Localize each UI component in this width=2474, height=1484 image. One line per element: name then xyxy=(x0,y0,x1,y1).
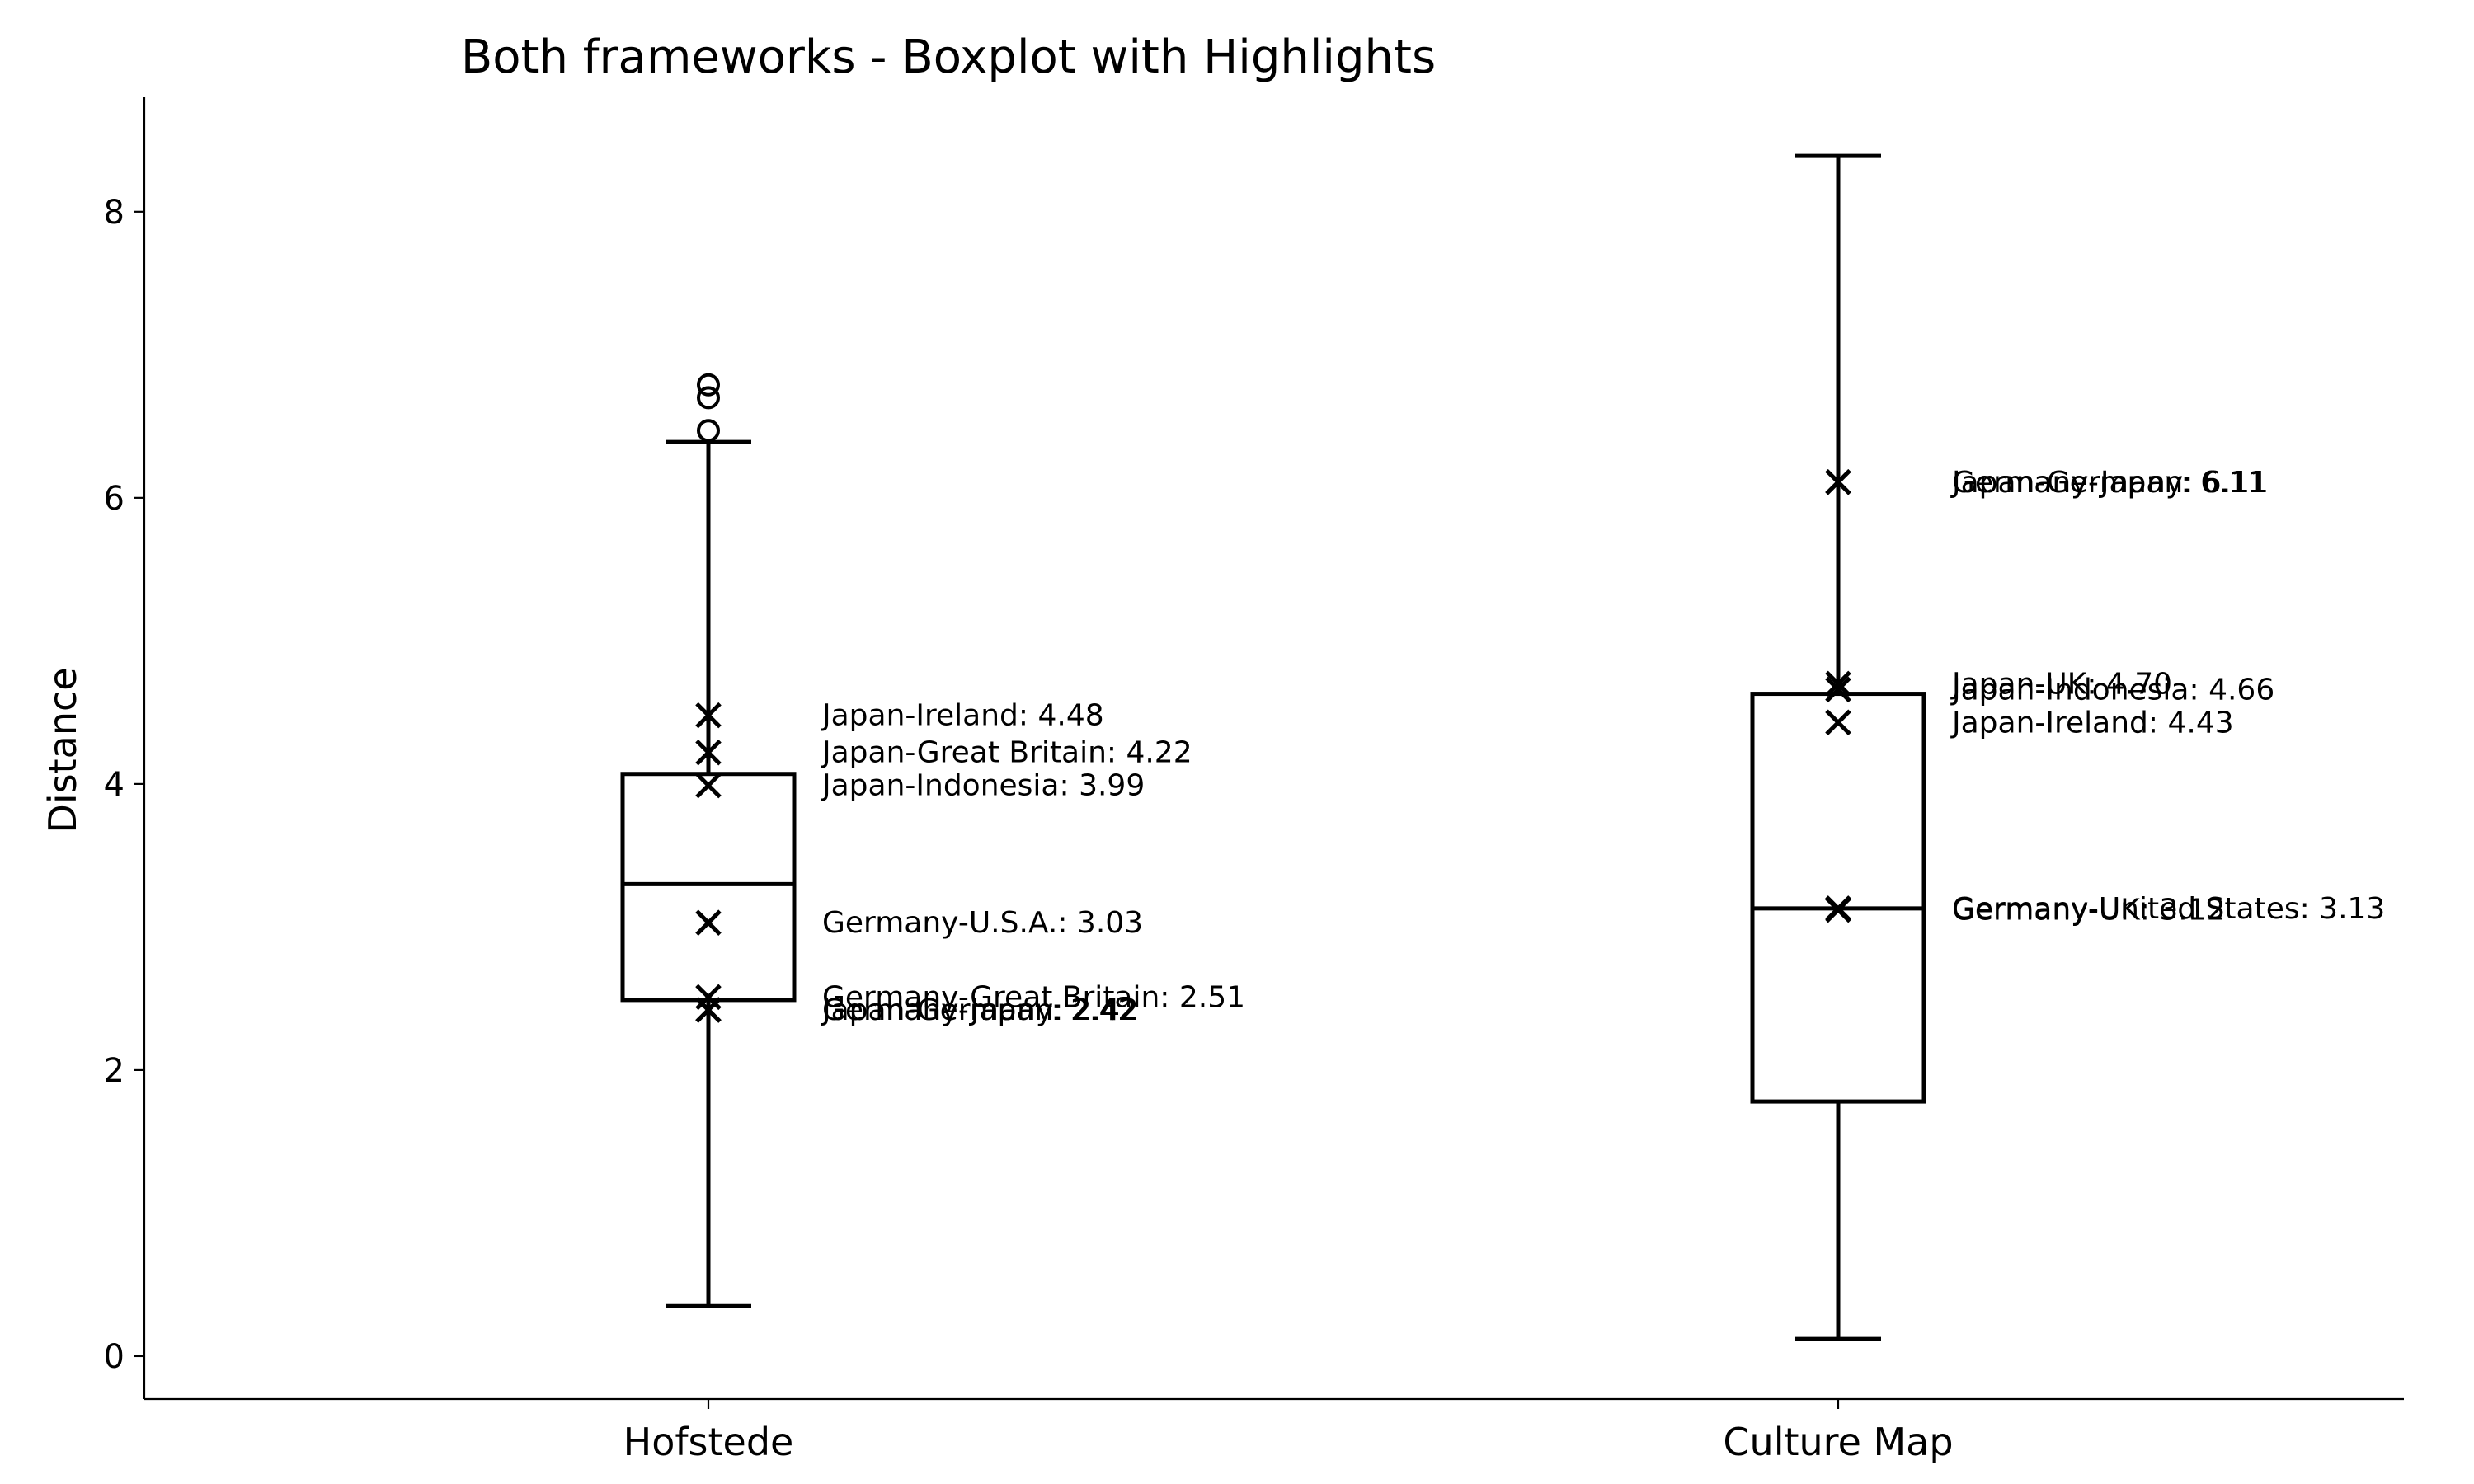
iqr-box xyxy=(1750,692,1926,1104)
y-tick-label: 2 xyxy=(104,1052,125,1090)
highlight-marker-stroke xyxy=(695,772,722,799)
highlight-marker-stroke xyxy=(695,739,722,766)
highlight-marker-stroke xyxy=(1825,670,1851,697)
outlier-point xyxy=(697,386,720,410)
outlier-point xyxy=(697,419,720,443)
highlight-marker xyxy=(695,997,722,1023)
highlight-label: Japan-Germany: 6.11 xyxy=(1950,466,2266,500)
highlight-label: Japan-Ireland: 4.43 xyxy=(1950,706,2234,740)
chart-title: Both frameworks - Boxplot with Highlight… xyxy=(461,31,1436,84)
highlight-label: Germany-Great Britain: 2.51 xyxy=(822,980,1245,1014)
y-axis-label: Distance xyxy=(40,667,85,833)
highlight-label: Japan-Ireland: 4.48 xyxy=(821,699,1104,733)
y-tick-label: 8 xyxy=(104,194,125,232)
highlight-label: Germany-U.S.A.: 3.03 xyxy=(822,906,1143,940)
highlight-marker xyxy=(1825,709,1851,736)
highlight-label: Germany-United States: 3.13 xyxy=(1952,892,2385,926)
highlight-marker xyxy=(695,772,722,799)
highlight-label: Germany-UK: 3.12 xyxy=(1952,894,2226,928)
highlight-marker xyxy=(1825,468,1851,495)
highlight-label: Japan-UK: 4.70 xyxy=(1950,667,2172,701)
highlight-marker xyxy=(695,909,722,936)
highlight-label: Germany-Japan: 2.42 xyxy=(822,993,1139,1027)
outlier-point xyxy=(697,373,720,397)
highlight-marker xyxy=(1825,670,1851,697)
highlight-marker-stroke xyxy=(1825,676,1851,703)
highlight-marker-stroke xyxy=(695,997,722,1023)
highlight-marker-stroke xyxy=(695,702,722,729)
highlight-label: Germany-Japan: 6.11 xyxy=(1952,466,2269,500)
highlight-label: Japan-Indonesia: 4.66 xyxy=(1950,673,2274,707)
highlight-marker xyxy=(1825,895,1851,922)
x-category-label: Culture Map xyxy=(1723,1420,1953,1464)
highlight-label: Japan-Indonesia: 3.99 xyxy=(821,769,1145,803)
highlight-marker xyxy=(695,739,722,766)
y-tick-label: 6 xyxy=(104,480,125,518)
box-group xyxy=(620,373,797,1308)
box-group xyxy=(1750,153,1926,1341)
boxes xyxy=(620,153,1926,1341)
highlight-marker xyxy=(1825,676,1851,703)
highlight-label: Japan-Great Britain: 4.22 xyxy=(821,736,1192,770)
highlight-marker-stroke xyxy=(1825,895,1851,922)
highlight-marker-stroke xyxy=(1825,468,1851,495)
iqr-box xyxy=(620,772,797,1003)
x-category-label: Hofstede xyxy=(623,1420,794,1464)
y-tick-label: 4 xyxy=(104,766,125,804)
highlight-marker-stroke xyxy=(1825,709,1851,736)
y-tick-label: 0 xyxy=(104,1338,125,1376)
highlight-marker xyxy=(695,702,722,729)
highlight-marker-stroke xyxy=(695,909,722,936)
highlight-label: Japan-Germany: 2.42 xyxy=(821,993,1136,1027)
